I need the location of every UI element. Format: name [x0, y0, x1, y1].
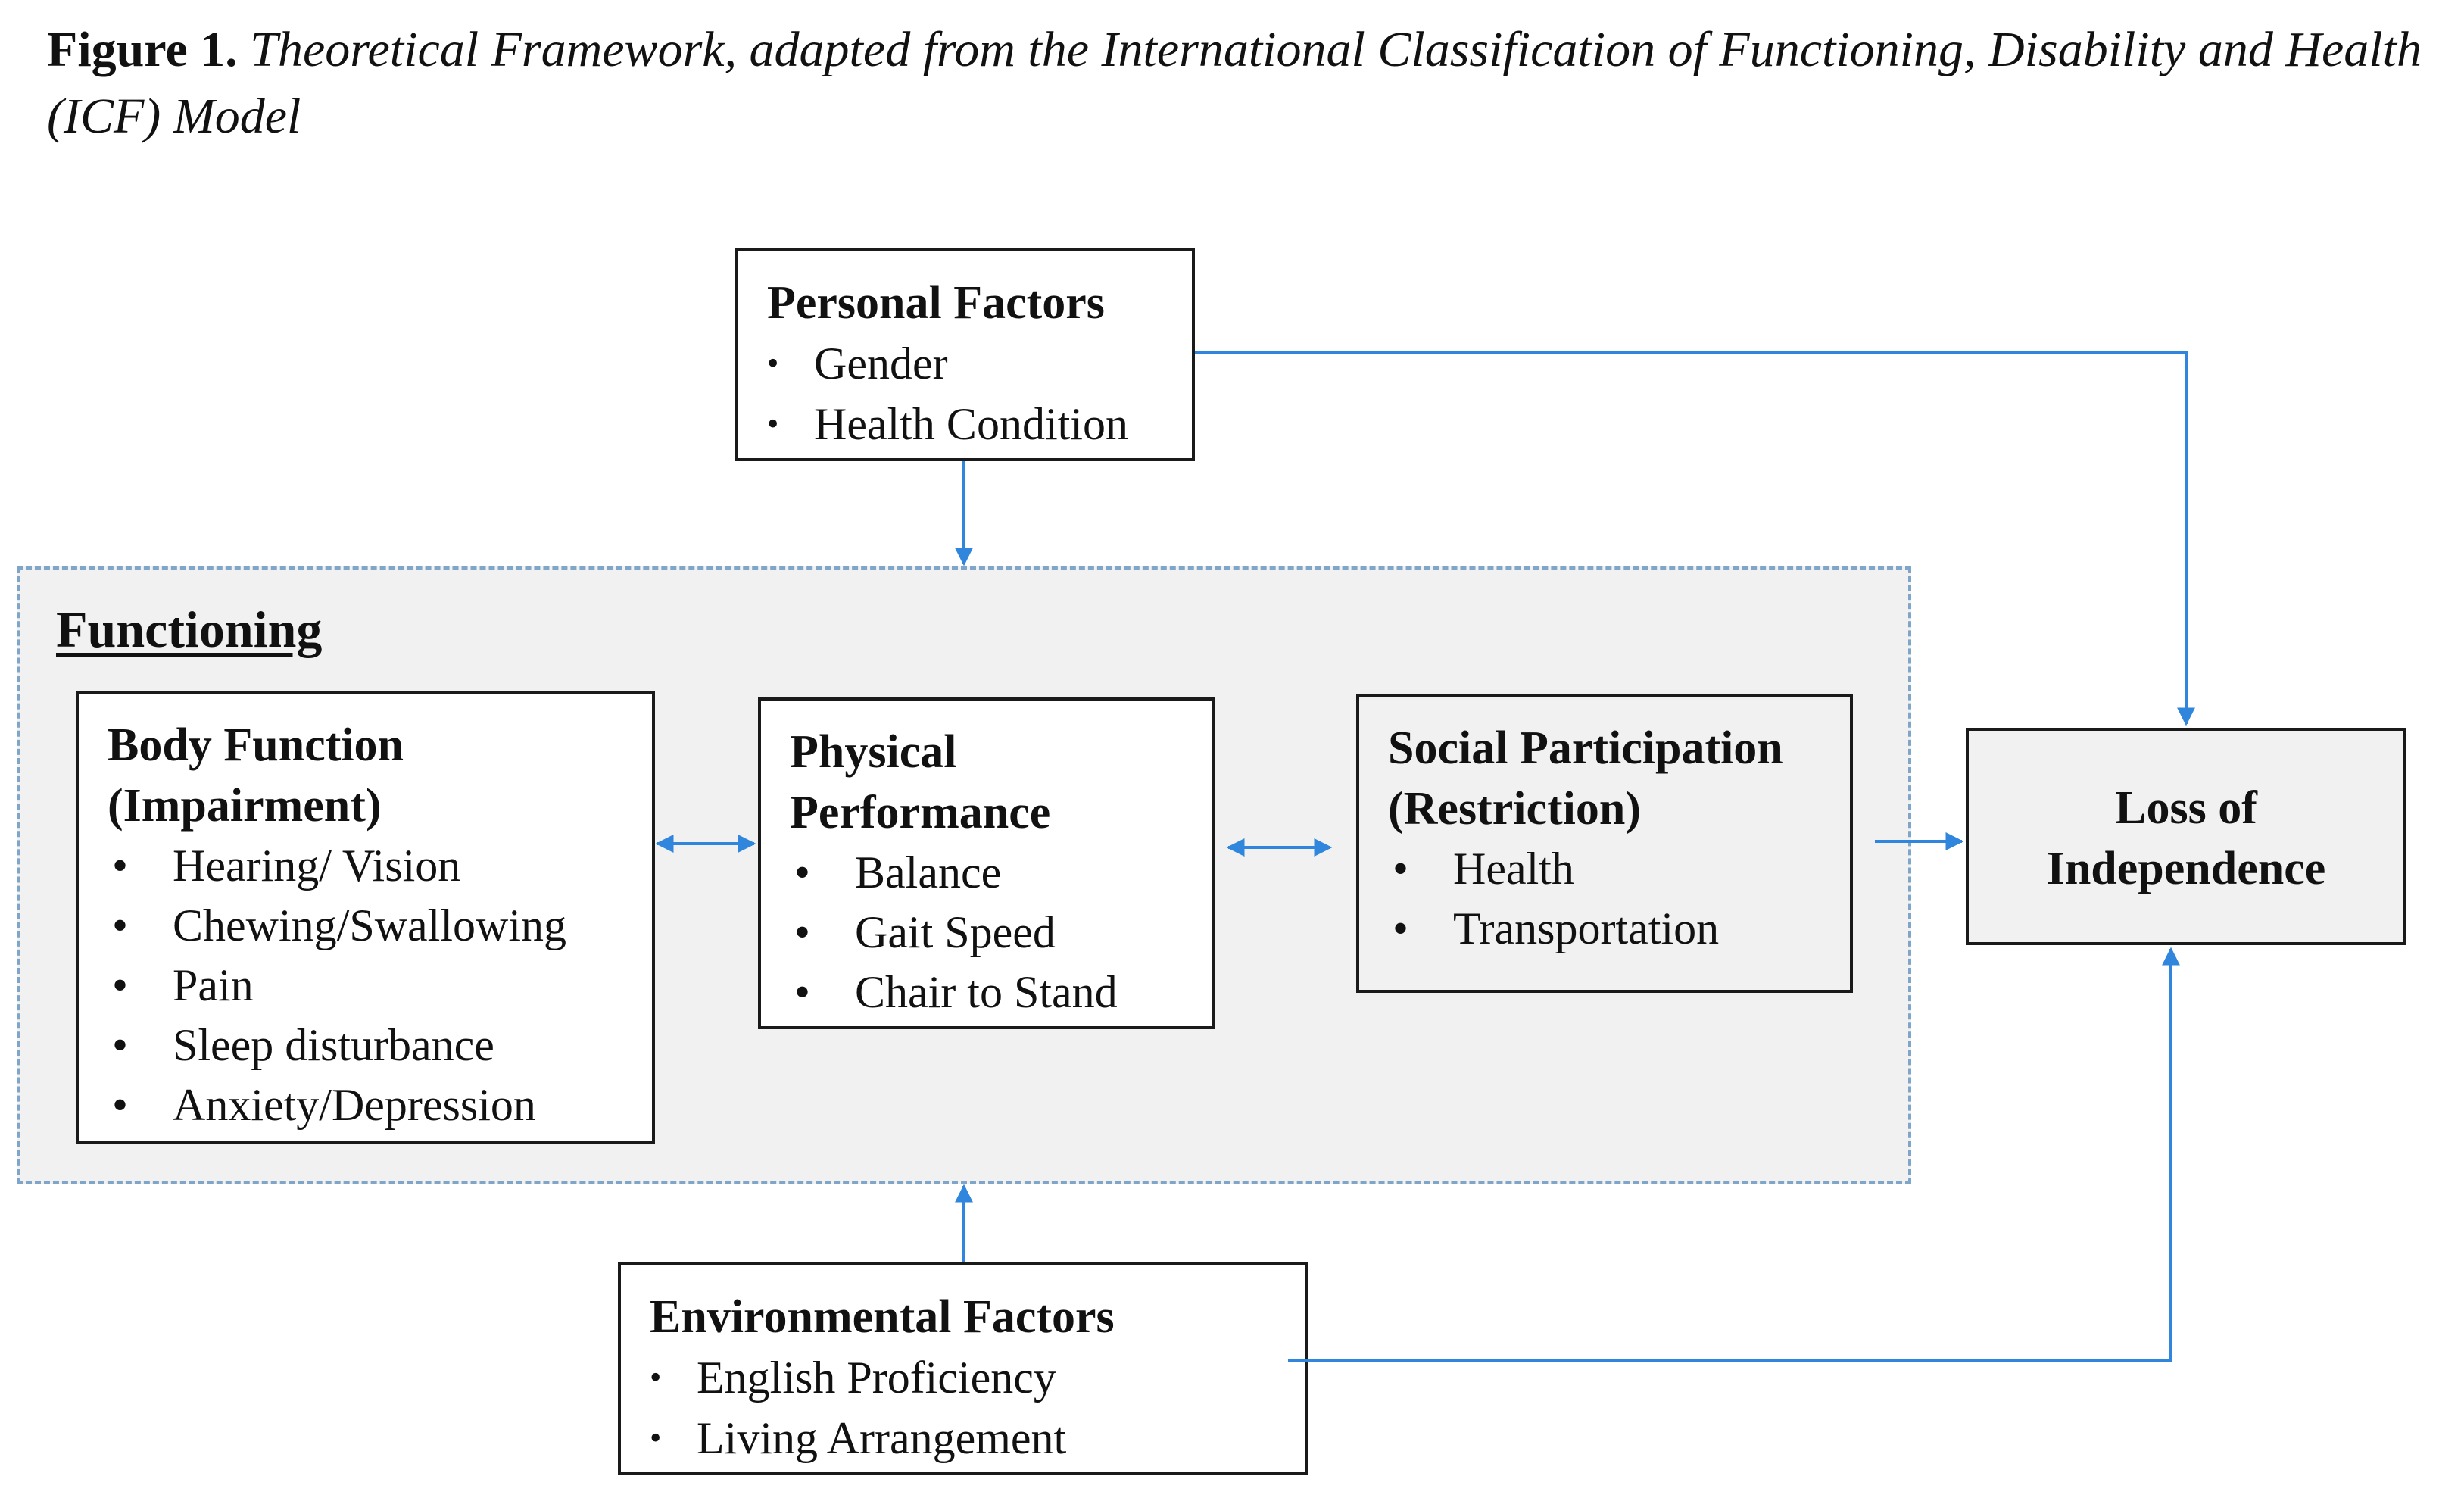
personal-factors-list: • Gender • Health Condition	[767, 333, 1165, 454]
bullet-icon: •	[1393, 844, 1409, 894]
social-participation-title-line2: (Restriction)	[1388, 783, 1641, 835]
figure-title: Theoretical Framework, adapted from the …	[47, 22, 2422, 144]
environment-to-loss-arrow	[1288, 947, 2180, 1362]
bullet-icon: •	[112, 960, 129, 1010]
list-item-label: English Proficiency	[697, 1353, 1056, 1403]
list-item: • Gender	[767, 333, 1165, 394]
social-participation-title-line1: Social Participation	[1388, 722, 1783, 774]
list-item-label: Gait Speed	[855, 907, 1056, 957]
list-item-label: Gender	[814, 339, 948, 389]
bullet-icon: •	[650, 1359, 662, 1396]
environmental-factors-box: Environmental Factors • English Proficien…	[618, 1262, 1308, 1475]
list-item: • Hearing/ Vision	[108, 836, 625, 896]
body-function-list: • Hearing/ Vision • Chewing/Swallowing • Pa…	[108, 836, 625, 1135]
list-item-label: Living Arrangement	[697, 1413, 1067, 1463]
body-function-title-line2: (Impairment)	[108, 780, 382, 832]
list-item: • Chewing/Swallowing	[108, 896, 625, 956]
bullet-icon: •	[1393, 903, 1409, 953]
list-item-label: Health Condition	[814, 399, 1128, 449]
physical-performance-title-line1: Physical	[790, 726, 957, 778]
loss-title-line2: Independence	[2046, 843, 2326, 894]
list-item: • Health	[1388, 839, 1823, 899]
body-function-title: Body Function (Impairment)	[108, 715, 625, 836]
environmental-factors-title: Environmental Factors	[650, 1291, 1115, 1343]
personal-factors-box: Personal Factors • Gender • Health Conditi…	[735, 248, 1195, 461]
list-item: • Chair to Stand	[790, 963, 1184, 1022]
bullet-icon: •	[112, 1080, 129, 1130]
list-item: • Health Condition	[767, 394, 1165, 454]
bullet-icon: •	[112, 1020, 129, 1070]
list-item: • Anxiety/Depression	[108, 1075, 625, 1135]
list-item-label: Chair to Stand	[855, 967, 1118, 1017]
loss-of-independence-title: Loss of Independence	[1984, 778, 2388, 899]
personal-factors-title: Personal Factors	[767, 277, 1105, 329]
list-item-label: Hearing/ Vision	[173, 841, 461, 891]
bullet-icon: •	[112, 841, 129, 891]
list-item-label: Pain	[173, 960, 254, 1010]
personal-to-loss-arrow	[1195, 351, 2195, 726]
list-item: • English Proficiency	[650, 1347, 1278, 1408]
physical-performance-title-line2: Performance	[790, 787, 1051, 838]
functioning-title: Functioning	[56, 601, 323, 658]
social-participation-title: Social Participation (Restriction)	[1388, 718, 1823, 839]
list-item-label: Health	[1453, 844, 1574, 894]
list-item: • Sleep disturbance	[108, 1016, 625, 1075]
social-participation-list: • Health • Transportation	[1388, 839, 1823, 959]
list-item-label: Anxiety/Depression	[173, 1080, 536, 1130]
loss-title-line1: Loss of	[2115, 782, 2257, 834]
loss-of-independence-box: Loss of Independence	[1966, 728, 2406, 945]
body-function-box: Body Function (Impairment) • Hearing/ Visi…	[76, 691, 655, 1144]
figure-caption: Figure 1. Theoretical Framework, adapted…	[47, 17, 2455, 150]
bullet-icon: •	[767, 345, 779, 382]
figure-label: Figure 1.	[47, 22, 238, 77]
list-item: • Transportation	[1388, 899, 1823, 959]
list-item: • Living Arrangement	[650, 1408, 1278, 1468]
bullet-icon: •	[794, 907, 811, 957]
social-participation-box: Social Participation (Restriction) • Healt…	[1356, 694, 1853, 993]
list-item: • Balance	[790, 843, 1184, 903]
list-item-label: Balance	[855, 847, 1002, 897]
bullet-icon: •	[767, 405, 779, 442]
list-item-label: Chewing/Swallowing	[173, 900, 566, 950]
environmental-factors-list: • English Proficiency • Living Arrangement	[650, 1347, 1278, 1468]
list-item-label: Transportation	[1453, 903, 1720, 953]
bullet-icon: •	[112, 900, 129, 950]
bullet-icon: •	[650, 1419, 662, 1456]
bullet-icon: •	[794, 967, 811, 1017]
list-item: • Gait Speed	[790, 903, 1184, 963]
list-item-label: Sleep disturbance	[173, 1020, 494, 1070]
bullet-icon: •	[794, 847, 811, 897]
list-item: • Pain	[108, 956, 625, 1016]
body-function-title-line1: Body Function	[108, 719, 404, 771]
physical-performance-list: • Balance • Gait Speed • Chair to Stand	[790, 843, 1184, 1022]
